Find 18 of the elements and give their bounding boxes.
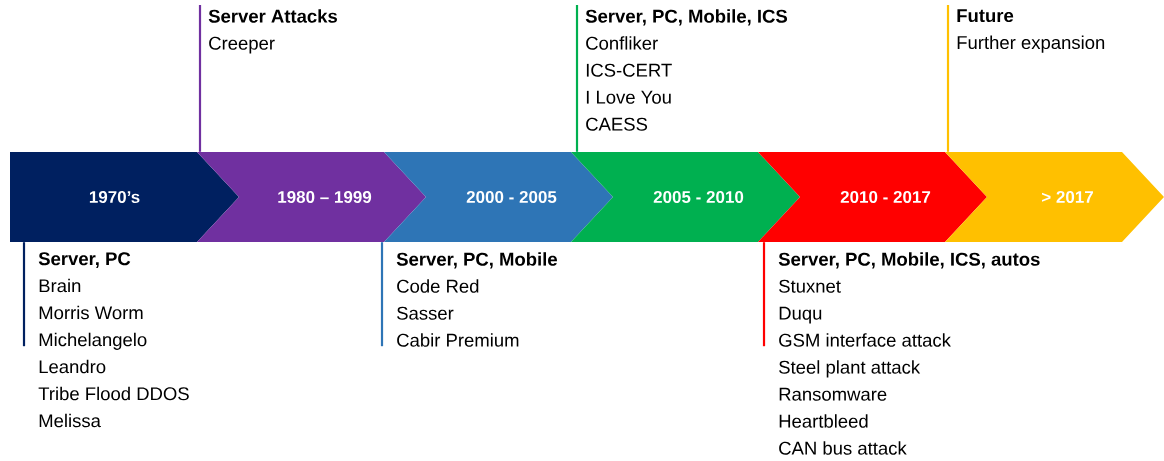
leader-line <box>198 5 202 152</box>
timeline-segment: 1970’s <box>10 152 239 242</box>
leader-line <box>946 5 950 152</box>
annotation-text: Server Attacks Creeper <box>208 9 337 54</box>
leader-line <box>575 5 579 152</box>
timeline-segment: 2000 - 2005 <box>384 152 613 242</box>
annotation-text: Server, PC, Mobile, ICS Confliker ICS-CERT I Love You CAESS <box>585 9 788 131</box>
timeline-segment: > 2017 <box>945 152 1164 242</box>
timeline-segment: 2005 - 2010 <box>571 152 800 242</box>
annotation-text: Future Further expansion <box>957 9 1105 53</box>
timeline-segment: 1980 – 1999 <box>197 152 426 242</box>
leader-line <box>762 242 766 347</box>
annotation-text: Server, PC, Mobile Code Red Sasser Cabir Premium <box>396 252 557 347</box>
annotation-text: Server, PC Brain Morris Worm Michelangelo Leandro Tribe Flood DDOS Melissa <box>38 252 189 428</box>
leader-line <box>22 242 26 347</box>
leader-line <box>380 242 384 347</box>
annotation-text: Server, PC, Mobile, ICS, autos Stuxnet Duqu GSM interface attack Steel plant attack Ransomware Heartbleed CAN bus attack <box>778 252 1040 455</box>
timeline-segment: 2010 - 2017 <box>758 152 987 242</box>
